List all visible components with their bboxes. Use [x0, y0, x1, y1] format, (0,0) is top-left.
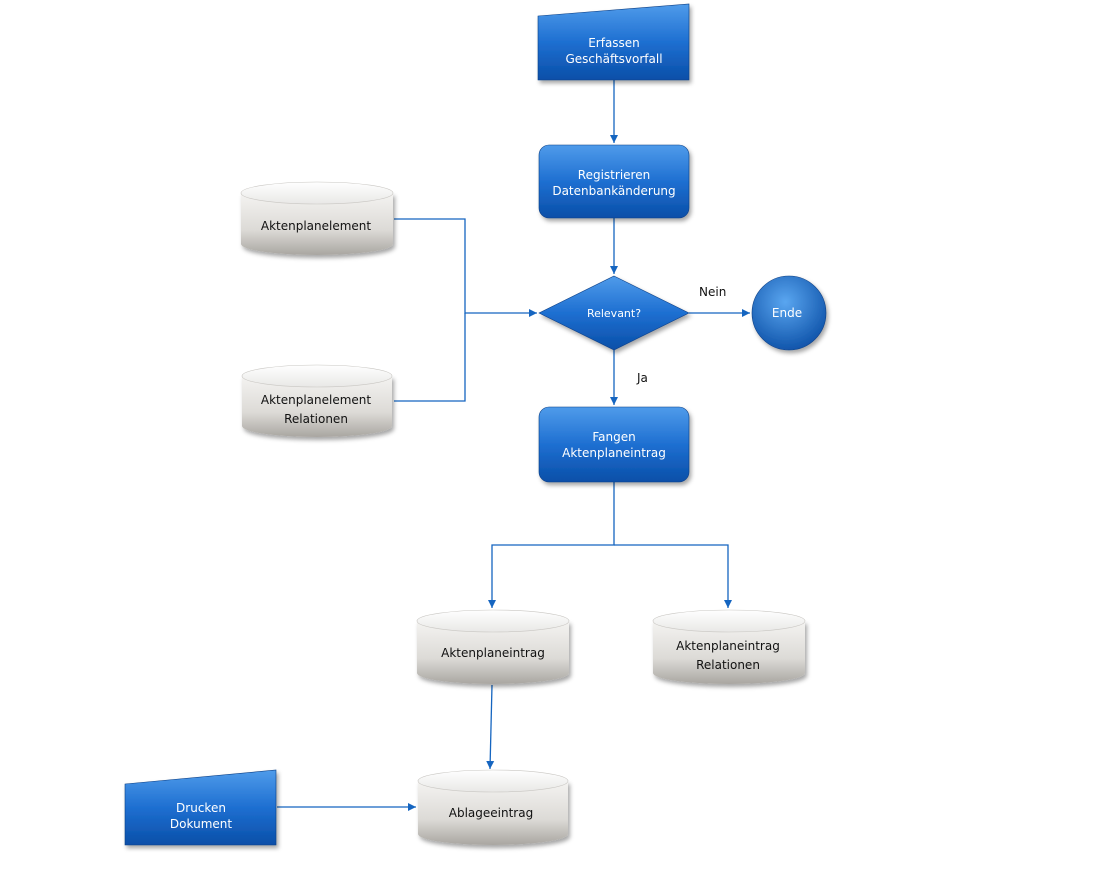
database-body [241, 193, 393, 255]
node-drucken-line2: Dokument [170, 817, 232, 831]
db-aktenplanelement[interactable]: Aktenplanelement [240, 181, 394, 255]
node-fangen-line1: Fangen [592, 430, 635, 444]
edge-fangen-aktenplaneintrag [488, 482, 615, 608]
database-top [416, 609, 570, 633]
edge-aktenplaneintrag-ablage [486, 684, 495, 770]
database-body [653, 621, 805, 684]
node-registrieren[interactable]: Registrieren Datenbankänderung [538, 144, 690, 219]
db-aktenplaneintrag-rel-line2: Relationen [696, 658, 760, 672]
terminator-shape [751, 275, 827, 351]
node-drucken[interactable]: Drucken Dokument [124, 769, 277, 846]
process-shape [538, 406, 690, 483]
node-drucken-line1: Drucken [176, 801, 226, 815]
db-aktenplanelement-label: Aktenplanelement [261, 219, 372, 233]
database-top [417, 769, 569, 793]
db-aktenplaneintrag-rel-line1: Aktenplaneintrag [676, 639, 780, 653]
node-erfassen-line1: Erfassen [588, 36, 640, 50]
manual-input-shape [537, 3, 690, 81]
db-ablageeintrag[interactable]: Ablageeintrag [417, 769, 569, 845]
db-aktenplanelement-rel-line1: Aktenplanelement [261, 393, 372, 407]
node-ende-label: Ende [772, 306, 802, 320]
db-ablageeintrag-label: Ablageeintrag [449, 806, 533, 820]
database-top [652, 609, 806, 633]
edge-label-nein: Nein [699, 285, 726, 299]
manual-input-shape [124, 769, 277, 846]
database-top [240, 181, 394, 205]
node-ende[interactable]: Ende [751, 275, 827, 351]
database-body [418, 781, 568, 845]
connectors [277, 80, 750, 811]
edge-fangen-aktenplaneintrag-rel [614, 544, 732, 608]
process-shape [538, 144, 690, 219]
db-aktenplaneintrag[interactable]: Aktenplaneintrag [416, 609, 570, 684]
node-fangen-line2: Aktenplaneintrag [562, 446, 666, 460]
database-body [417, 621, 569, 684]
node-registrieren-line1: Registrieren [578, 168, 650, 182]
decision-shape [538, 275, 690, 351]
edge-aktenplanelement-rel-relevant [394, 313, 466, 402]
db-aktenplaneintrag-label: Aktenplaneintrag [441, 646, 545, 660]
db-aktenplanelement-rel-line2: Relationen [284, 412, 348, 426]
node-fangen[interactable]: Fangen Aktenplaneintrag [538, 406, 690, 483]
node-registrieren-line2: Datenbankänderung [552, 184, 675, 198]
node-relevant-label: Relevant? [587, 307, 641, 320]
database-top [241, 364, 393, 388]
database-body [242, 376, 392, 437]
edge-aktenplanelement-relevant [394, 218, 537, 317]
node-erfassen-line2: Geschäftsvorfall [565, 52, 662, 66]
edge-label-ja: Ja [636, 371, 648, 385]
db-aktenplaneintrag-relationen[interactable]: Aktenplaneintrag Relationen [652, 609, 806, 684]
db-aktenplanelement-relationen[interactable]: Aktenplanelement Relationen [241, 364, 393, 437]
node-relevant[interactable]: Relevant? [538, 275, 690, 351]
node-erfassen[interactable]: Erfassen Geschäftsvorfall [537, 3, 690, 81]
